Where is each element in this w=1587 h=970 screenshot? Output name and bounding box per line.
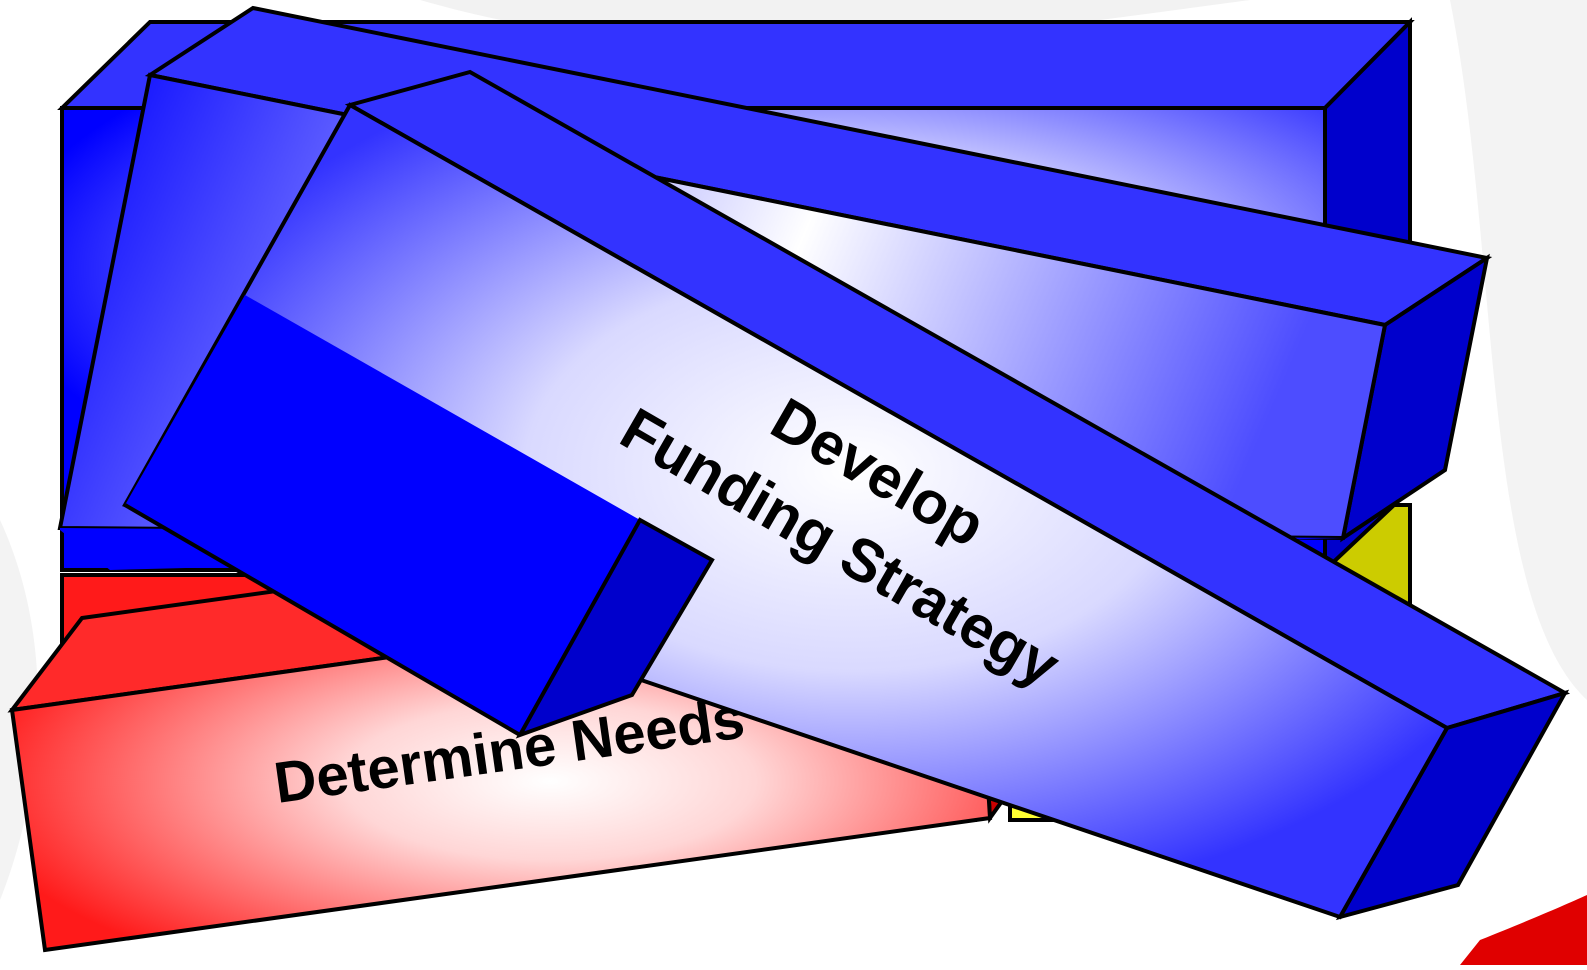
blue-block-front-develop-funding-strategy: Develop Funding Strategy: [122, 69, 1571, 921]
